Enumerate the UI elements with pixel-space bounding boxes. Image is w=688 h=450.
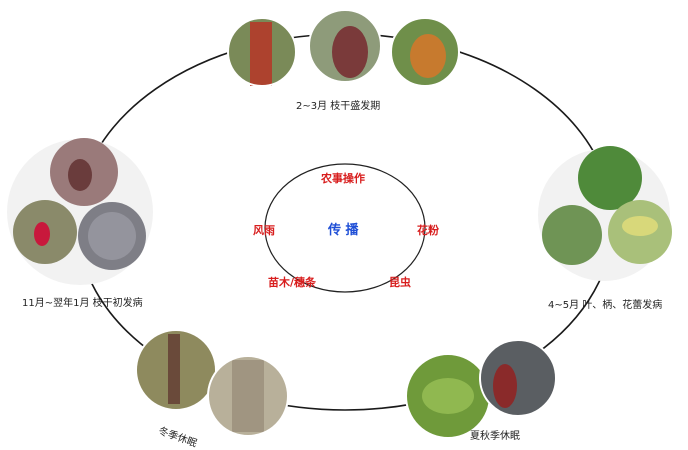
stage-label-right: 4~5月 叶、柄、花蕾发病 xyxy=(548,300,663,311)
transmission-insects: 昆虫 xyxy=(389,276,411,289)
transmission-wind-rain: 风雨 xyxy=(253,224,275,237)
transmission-pollen: 花粉 xyxy=(417,224,439,237)
transmission-farm-operations: 农事操作 xyxy=(321,172,365,185)
photo-group-bottom-right xyxy=(405,339,557,439)
transmission-seedlings-scions: 苗木/穗条 xyxy=(268,276,317,289)
photo-group-bottom-left xyxy=(135,329,289,437)
inner-transmission-ring xyxy=(264,163,426,293)
center-title: 传 播 xyxy=(328,223,359,238)
stage-label-bottom-right: 夏秋季休眠 xyxy=(470,431,520,442)
photo-right-2 xyxy=(542,205,602,265)
photo-group-left xyxy=(7,138,153,285)
photo-group-right xyxy=(538,146,672,281)
photo-group-top xyxy=(227,9,460,87)
photo-right-1 xyxy=(578,146,642,210)
stage-label-top: 2~3月 枝干盛发期 xyxy=(296,101,381,112)
stage-label-left: 11月~翌年1月 枝干初发病 xyxy=(22,298,143,309)
